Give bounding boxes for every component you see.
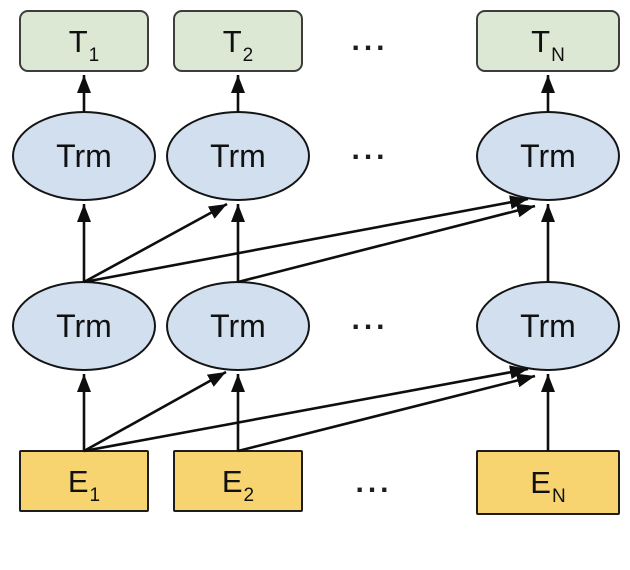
trm-lower-n: Trm	[476, 281, 620, 371]
arrow-e1-to-trm-lower-2	[83, 370, 227, 453]
arrow-trm-lower-2-to-upper-n	[237, 203, 536, 284]
embedding-box-e2: E2	[173, 450, 303, 512]
trm-lower-2-label: Trm	[210, 308, 266, 344]
trm-upper-2: Trm	[166, 111, 310, 201]
output-box-tn: TN	[476, 10, 620, 72]
embedding-box-e1: E1	[19, 450, 149, 512]
trm-upper-1-label: Trm	[56, 138, 112, 174]
trm-upper-n-label: Trm	[520, 138, 576, 174]
trm-lower-1-label: Trm	[56, 308, 112, 344]
trm-lower-2: Trm	[166, 281, 310, 371]
embedding-box-en: EN	[476, 450, 620, 515]
embedding-label-e1: E1	[67, 463, 101, 506]
ellipsis-trm-upper-row: ...	[351, 133, 389, 166]
trm-upper-n: Trm	[476, 111, 620, 201]
embedding-label-e2: E2	[221, 463, 255, 506]
output-box-t2: T2	[173, 10, 303, 72]
output-label-t2: T2	[222, 23, 254, 66]
arrow-trm-lower-1-to-upper-2	[83, 202, 228, 284]
ellipsis-trm-lower-row: ...	[351, 303, 389, 336]
output-box-t1: T1	[19, 10, 149, 72]
trm-lower-n-label: Trm	[520, 308, 576, 344]
output-label-t1: T1	[68, 23, 100, 66]
arrow-e2-to-trm-lower-n	[237, 373, 536, 453]
arrow-trm-lower-1-to-upper-n	[83, 195, 529, 284]
output-label-tn: TN	[531, 23, 565, 66]
trm-lower-1: Trm	[12, 281, 156, 371]
trm-upper-2-label: Trm	[210, 138, 266, 174]
embedding-label-en: EN	[530, 465, 566, 507]
ellipsis-output-row: ...	[351, 24, 389, 57]
trm-upper-1: Trm	[12, 111, 156, 201]
arrow-e1-to-trm-lower-n	[83, 365, 529, 453]
ellipsis-embedding-row: ...	[355, 466, 393, 499]
